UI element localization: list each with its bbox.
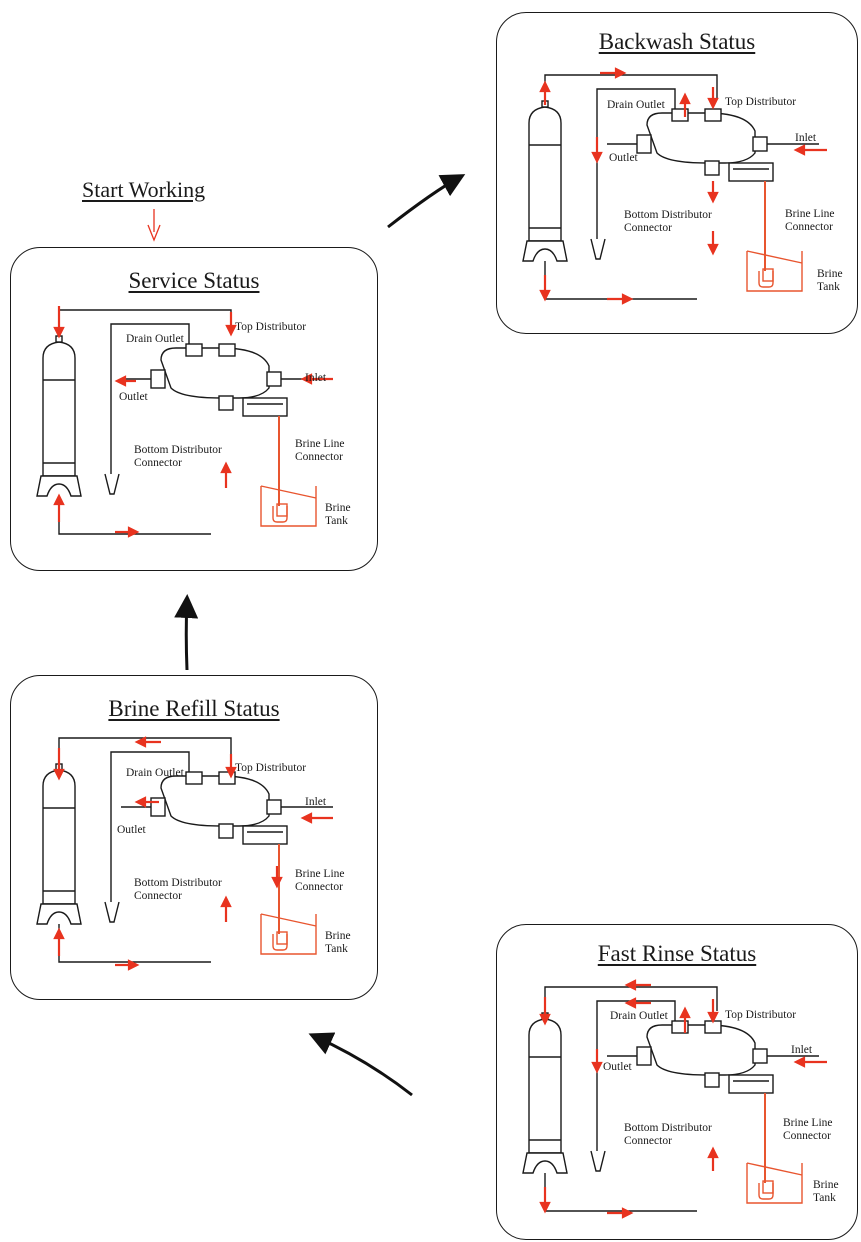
service-drain-outlet-label: Drain Outlet (126, 333, 184, 345)
service-status-title: Service Status (128, 268, 260, 293)
service-outlet-label: Outlet (119, 391, 148, 403)
service-status-panel: Service Status Top Distributor Drain Out… (10, 247, 378, 571)
arrow-brine-refill-to-service (174, 594, 199, 671)
backwash-brine-tank-label: Brine Tank (817, 268, 843, 293)
start-working-label: Start Working (82, 177, 206, 202)
backwash-bottom-distributor-label: Bottom Distributor Connector (624, 209, 712, 234)
service-brine-line-label: Brine Line Connector (295, 438, 345, 463)
fast-rinse-status-title: Fast Rinse Status (597, 941, 757, 966)
backwash-top-distributor-label: Top Distributor (725, 96, 797, 108)
brine-refill-status-panel: Brine Refill Status Top Distributor Drai… (10, 675, 378, 1000)
fast-rinse-inlet-label: Inlet (791, 1044, 813, 1056)
brine-refill-brine-line-label: Brine Line Connector (295, 868, 345, 893)
brine-refill-status-title: Brine Refill Status (108, 696, 280, 721)
service-top-distributor-label: Top Distributor (235, 321, 307, 333)
brine-refill-drain-outlet-label: Drain Outlet (126, 767, 184, 779)
brine-refill-outlet-label: Outlet (117, 824, 146, 836)
fast-rinse-top-distributor-label: Top Distributor (725, 1009, 797, 1021)
backwash-drain-outlet-label: Drain Outlet (607, 99, 665, 111)
brine-refill-top-distributor-label: Top Distributor (235, 762, 307, 774)
arrow-service-to-backwash (387, 174, 466, 229)
arrow-fast-rinse-to-brine-refill (308, 1032, 413, 1097)
start-down-arrow (147, 209, 161, 242)
fast-rinse-bottom-distributor-label: Bottom Distributor Connector (624, 1122, 712, 1147)
brine-refill-flow-diagram (36, 736, 334, 971)
service-bottom-distributor-label: Bottom Distributor Connector (134, 444, 222, 469)
brine-refill-inlet-label: Inlet (305, 796, 327, 808)
fast-rinse-brine-tank-label: Brine Tank (813, 1179, 839, 1204)
fast-rinse-drain-outlet-label: Drain Outlet (610, 1010, 668, 1022)
service-brine-tank-label: Brine Tank (325, 502, 351, 527)
backwash-outlet-label: Outlet (609, 152, 638, 164)
fast-rinse-flow-diagram (522, 979, 827, 1219)
backwash-status-panel: Backwash Status Top Distributor Drain Ou… (496, 12, 858, 334)
service-inlet-label: Inlet (305, 372, 327, 384)
service-flow-diagram (36, 306, 334, 538)
fast-rinse-brine-line-label: Brine Line Connector (783, 1117, 833, 1142)
backwash-brine-line-label: Brine Line Connector (785, 208, 835, 233)
fast-rinse-status-panel: Fast Rinse Status Top Distributor Drain … (496, 924, 858, 1240)
backwash-status-title: Backwash Status (598, 29, 756, 54)
backwash-inlet-label: Inlet (795, 132, 817, 144)
backwash-flow-diagram (522, 67, 827, 305)
brine-refill-bottom-distributor-label: Bottom Distributor Connector (134, 877, 222, 902)
fast-rinse-outlet-label: Outlet (603, 1061, 632, 1073)
brine-refill-brine-tank-label: Brine Tank (325, 930, 351, 955)
